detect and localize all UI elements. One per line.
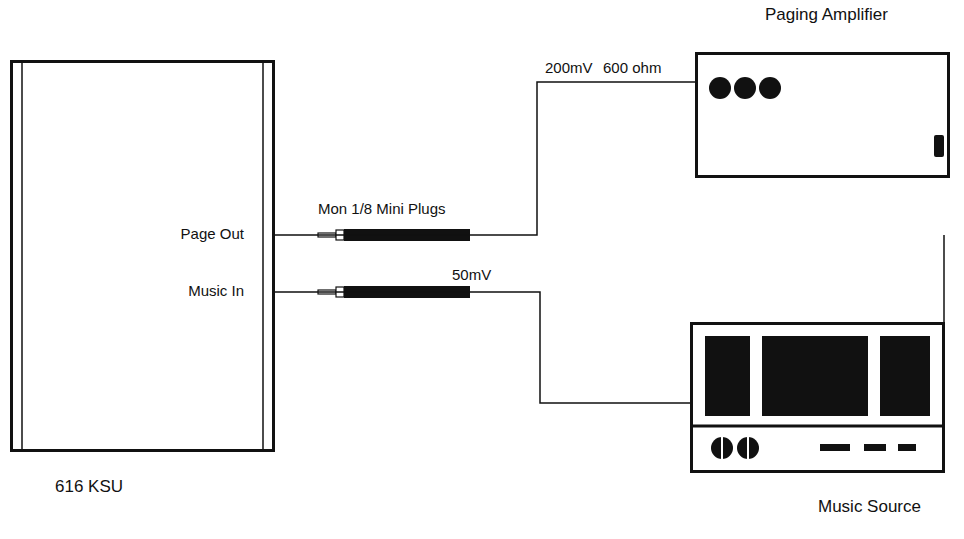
key-service-unit: 616 KSU	[10, 60, 275, 452]
cable	[275, 292, 690, 403]
antenna	[943, 235, 945, 322]
signal-level: 50mV	[452, 267, 491, 284]
amplifier-controls	[709, 77, 944, 157]
node-heading: Music Source	[818, 498, 921, 517]
ksu-side-line	[262, 62, 264, 450]
plug-label: Mon 1/8 Mini Plugs	[318, 201, 446, 218]
music-source-box: Music Source	[690, 322, 945, 473]
port-label: Page Out	[181, 226, 244, 243]
node-heading: Paging Amplifier	[765, 6, 888, 25]
signal-level: 200mV	[545, 60, 593, 77]
impedance-label: 600 ohm	[603, 60, 661, 77]
cable	[275, 82, 695, 235]
amplifier-box: Paging Amplifier	[695, 52, 950, 178]
port-label: Music In	[188, 283, 244, 300]
music-source-panel	[692, 336, 943, 459]
ksu-side-line	[21, 62, 23, 450]
node-heading: 616 KSU	[55, 478, 123, 497]
